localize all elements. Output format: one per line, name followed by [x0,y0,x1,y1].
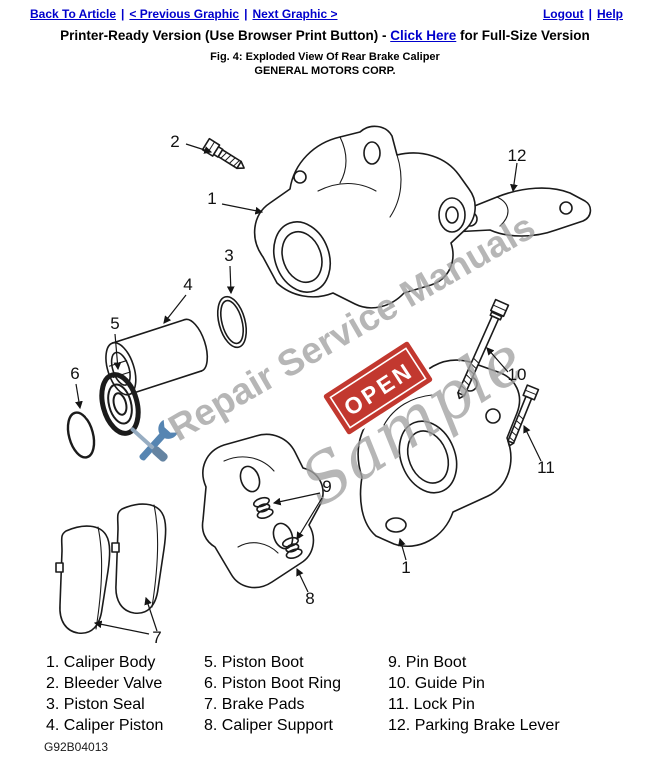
legend-item-caliper-piston: 4. Caliper Piston [46,717,164,734]
bleeder-valve-part [201,137,245,170]
callout-10: 10 [508,365,527,384]
printer-ready-title: Printer-Ready Version (Use Browser Print… [0,28,650,43]
caliper-assembly-part [357,359,521,548]
printer-ready-suffix: for Full-Size Version [456,28,590,43]
top-navigation: Back To Article | < Previous Graphic | N… [0,7,650,21]
callout-11: 11 [537,458,555,477]
legend-item-piston-boot: 5. Piston Boot [204,654,304,671]
manufacturer-name: GENERAL MOTORS CORP. [254,65,396,77]
piston-boot-ring-part [66,411,96,459]
callout-4: 4 [183,275,192,294]
callout-1: 1 [207,189,216,208]
callout-12: 12 [508,146,527,165]
legend-column-3: 9. Pin Boot 10. Guide Pin 11. Lock Pin 1… [388,652,560,736]
exploded-view-diagram: Repair Service Manuals Sample OPEN [55,125,592,647]
legend-item-lock-pin: 11. Lock Pin [388,696,475,713]
nav-separator: | [244,7,248,21]
guide-pin-part [457,298,510,400]
next-graphic-link[interactable]: Next Graphic > [252,7,338,21]
legend-item-parking-brake-lever: 12. Parking Brake Lever [388,717,560,734]
full-size-version-link[interactable]: Click Here [390,28,457,43]
help-link[interactable]: Help [596,7,623,21]
legend-item-piston-seal: 3. Piston Seal [46,696,145,713]
callout-7: 7 [152,628,161,647]
callout-numbers: 2 1 12 3 4 5 6 9 7 8 1 10 11 [70,132,555,647]
tools-icon [130,419,178,462]
figure-caption: Fig. 4: Exploded View Of Rear Brake Cali… [210,51,440,63]
callout-3: 3 [224,246,233,265]
legend-item-pin-boot: 9. Pin Boot [388,654,467,671]
piston-seal-part [216,295,248,349]
nav-separator: | [588,7,592,21]
callout-9: 9 [322,477,331,496]
back-to-article-link[interactable]: Back To Article [30,7,117,21]
previous-graphic-link[interactable]: < Previous Graphic [129,7,240,21]
brake-pads-part [55,503,167,634]
callout-1-lower: 1 [401,558,410,577]
nav-right-group: Logout | Help [543,7,623,21]
lock-pin-part [507,384,540,447]
legend-column-2: 5. Piston Boot 6. Piston Boot Ring 7. Br… [204,652,388,736]
callout-leaders [75,143,542,635]
nav-separator: | [121,7,125,21]
callout-2: 2 [170,132,179,151]
legend-item-guide-pin: 10. Guide Pin [388,675,485,692]
nav-left-group: Back To Article | < Previous Graphic | N… [30,7,338,21]
legend: 1. Caliper Body 2. Bleeder Valve 3. Pist… [46,652,560,736]
legend-item-brake-pads: 7. Brake Pads [204,696,305,713]
legend-item-bleeder-valve: 2. Bleeder Valve [46,675,163,692]
legend-item-caliper-body: 1. Caliper Body [46,654,156,671]
logout-link[interactable]: Logout [542,7,584,21]
legend-item-caliper-support: 8. Caliper Support [204,717,333,734]
printer-ready-prefix: Printer-Ready Version (Use Browser Print… [60,28,391,43]
figure-code: G92B04013 [44,740,109,754]
callout-8: 8 [305,589,314,608]
legend-item-piston-boot-ring: 6. Piston Boot Ring [204,675,341,692]
piston-boot-part [99,372,141,436]
legend-column-1: 1. Caliper Body 2. Bleeder Valve 3. Pist… [46,652,204,736]
callout-5: 5 [110,314,119,333]
pin-boot-part [252,496,303,559]
callout-6: 6 [70,364,79,383]
caliper-body-part [253,125,476,309]
